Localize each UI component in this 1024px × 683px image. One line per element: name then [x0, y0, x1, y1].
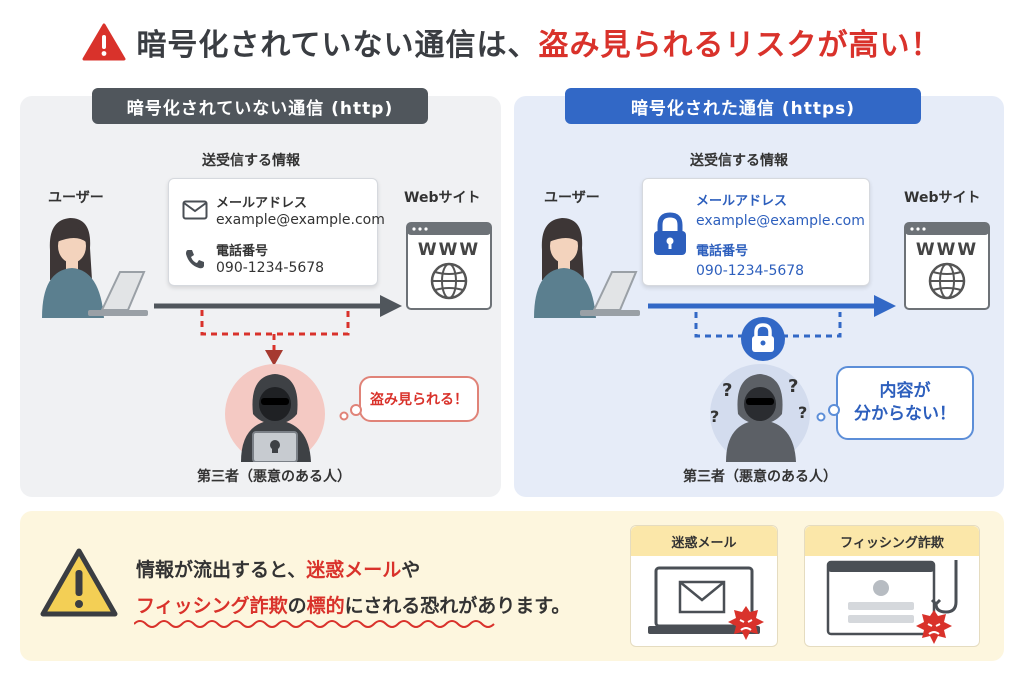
https-website-label: Webサイト	[904, 190, 981, 206]
https-panel-header: 暗号化された通信 (https)	[565, 88, 921, 124]
user-with-laptop-icon	[42, 218, 148, 318]
warning-triangle-icon	[40, 548, 118, 617]
svg-text:?: ?	[710, 407, 719, 426]
http-panel-header: 暗号化されていない通信 (http)	[92, 88, 428, 124]
http-website-label: Webサイト	[404, 190, 481, 206]
http-email-value: example@example.com	[216, 212, 385, 228]
warning-line1: 情報が流出すると、迷惑メールや	[136, 559, 421, 581]
http-phone-value: 090-1234-5678	[216, 260, 325, 276]
page-title: 暗号化されていない通信は、盗み見られるリスクが高い！	[0, 14, 1024, 70]
https-bubble-line1: 内容が	[879, 381, 931, 401]
http-transfer-arrow	[154, 295, 402, 366]
svg-text:?: ?	[798, 403, 807, 422]
title-main: 暗号化されていない通信は、	[136, 28, 539, 63]
target-highlight: 標的	[306, 595, 345, 617]
laptop-mail-icon	[648, 566, 764, 640]
https-phone-value: 090-1234-5678	[696, 263, 805, 279]
phishing-card-title: フィッシング詐欺	[805, 526, 979, 556]
lock-badge-icon	[741, 317, 785, 361]
phishing-highlight: フィッシング詐欺	[136, 595, 288, 617]
user-with-laptop-icon	[534, 218, 640, 318]
bubble-tail-icon	[816, 404, 840, 422]
https-email-label: メールアドレス	[696, 194, 788, 209]
https-third-party-label: 第三者（悪意のある人）	[683, 469, 837, 485]
https-email-value: example@example.com	[696, 213, 865, 229]
https-speech-bubble: 内容が 分からない！	[836, 366, 974, 440]
spam-mail-card-title: 迷惑メール	[631, 526, 777, 556]
warning-triangle-icon	[82, 23, 126, 61]
website-window-icon	[406, 222, 492, 310]
bubble-tail-icon	[339, 404, 362, 421]
phone-icon	[186, 250, 204, 269]
title-accent: 盗み見られるリスクが高い！	[538, 28, 942, 63]
http-third-party-label: 第三者（悪意のある人）	[197, 469, 351, 485]
phishing-window-icon	[826, 560, 958, 644]
warning-line2: フィッシング詐欺の標的にされる恐れがあります。	[136, 595, 571, 617]
http-info-title: 送受信する情報	[202, 153, 300, 169]
mail-icon	[182, 200, 208, 220]
http-user-label: ユーザー	[48, 190, 104, 206]
http-speech-bubble: 盗み見られる！	[359, 376, 479, 422]
https-info-title: 送受信する情報	[690, 153, 788, 169]
hacker-icon	[225, 364, 325, 462]
https-www-text: WWW	[915, 240, 979, 260]
https-phone-label: 電話番号	[696, 244, 749, 259]
https-email-group: メールアドレス example@example.com	[696, 190, 865, 229]
svg-text:?: ?	[788, 376, 798, 397]
https-user-label: ユーザー	[544, 190, 600, 206]
warning-text: 情報が流出すると、迷惑メールや フィッシング詐欺の標的にされる恐れがあります。	[136, 552, 636, 624]
svg-text:?: ?	[722, 380, 732, 401]
confused-hacker-icon: ? ? ? ?	[710, 364, 810, 462]
https-transfer-arrow	[648, 295, 896, 338]
spam-mail-highlight: 迷惑メール	[306, 559, 402, 581]
wavy-underline	[134, 620, 495, 628]
http-email-label: メールアドレス	[216, 196, 308, 211]
website-window-icon	[904, 222, 990, 310]
http-info-card	[168, 178, 378, 286]
https-bubble-line2: 分からない！	[854, 404, 956, 424]
https-phone-group: 電話番号 090-1234-5678	[696, 240, 804, 279]
http-phone-label: 電話番号	[216, 244, 269, 259]
lock-icon	[654, 212, 686, 255]
http-www-text: WWW	[417, 240, 481, 260]
